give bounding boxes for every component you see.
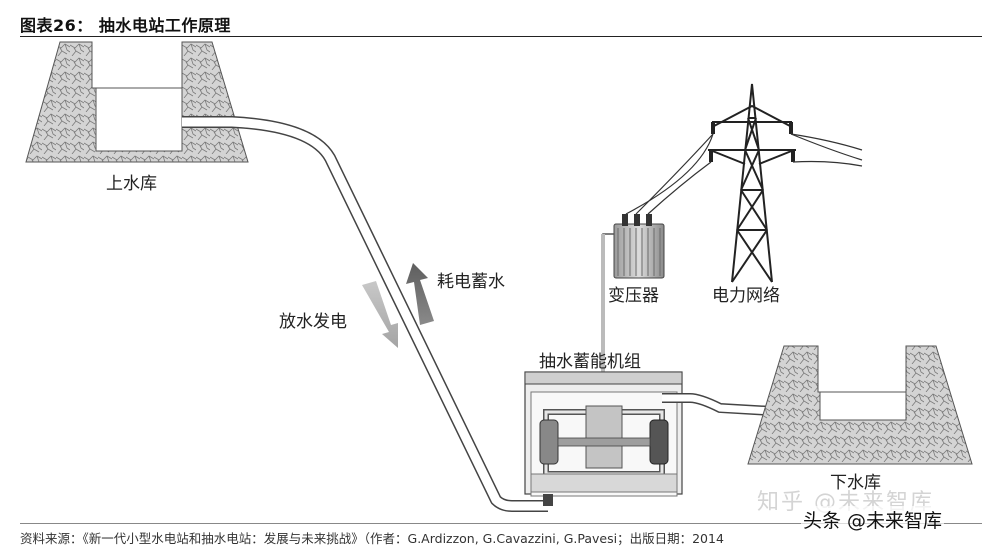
upper-reservoir-label: 上水库 xyxy=(106,174,157,194)
grid-label: 电力网络 xyxy=(712,286,780,306)
pump-turbine-unit xyxy=(524,371,683,497)
toutiao-watermark: 头条 @未来智库 xyxy=(801,506,945,533)
upper-reservoir xyxy=(25,41,249,163)
source-note: 资料来源：《新一代小型水电站和抽水电站：发展与未来挑战》（作者：G.Ardizz… xyxy=(20,531,724,546)
figure-title: 图表26： 抽水电站工作原理 xyxy=(20,16,231,35)
power-tower xyxy=(708,83,796,283)
pumping-arrow xyxy=(406,263,434,325)
transformer-label: 变压器 xyxy=(608,286,659,306)
power-lines xyxy=(625,133,863,215)
generating-arrow xyxy=(362,281,398,348)
figure-footer: 资料来源：《新一代小型水电站和抽水电站：发展与未来挑战》（作者：G.Ardizz… xyxy=(20,523,982,546)
tailrace-pipe xyxy=(543,393,791,506)
generating-label: 放水发电 xyxy=(279,312,347,332)
lower-reservoir xyxy=(747,345,973,465)
penstock-pipe xyxy=(182,116,548,512)
transformer xyxy=(601,214,665,372)
lower-water xyxy=(819,391,907,421)
insulators xyxy=(709,122,795,162)
pumping-label: 耗电蓄水 xyxy=(437,272,505,292)
figure-header: 图表26： 抽水电站工作原理 xyxy=(20,10,982,37)
unit-label: 抽水蓄能机组 xyxy=(539,352,641,372)
lower-reservoir-label: 下水库 xyxy=(830,473,881,493)
upper-water xyxy=(95,87,183,152)
